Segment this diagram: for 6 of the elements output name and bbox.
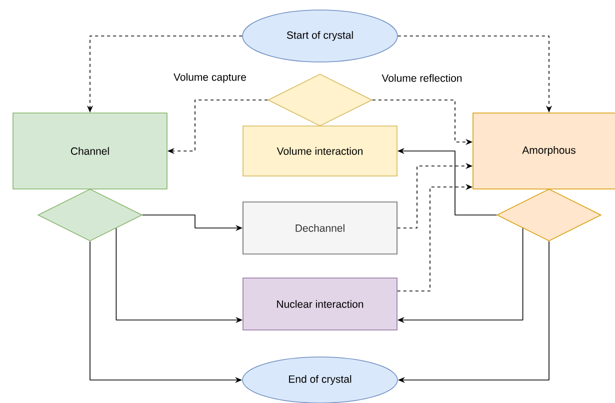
process-box: Volume interaction bbox=[242, 126, 398, 176]
edge-label: Volume reflection bbox=[380, 73, 464, 83]
process-box: Nuclear interaction bbox=[242, 278, 398, 330]
edge-label: Volume capture bbox=[172, 72, 248, 84]
process-box: Amorphous bbox=[472, 112, 615, 190]
process-box: Dechannel bbox=[242, 202, 398, 254]
